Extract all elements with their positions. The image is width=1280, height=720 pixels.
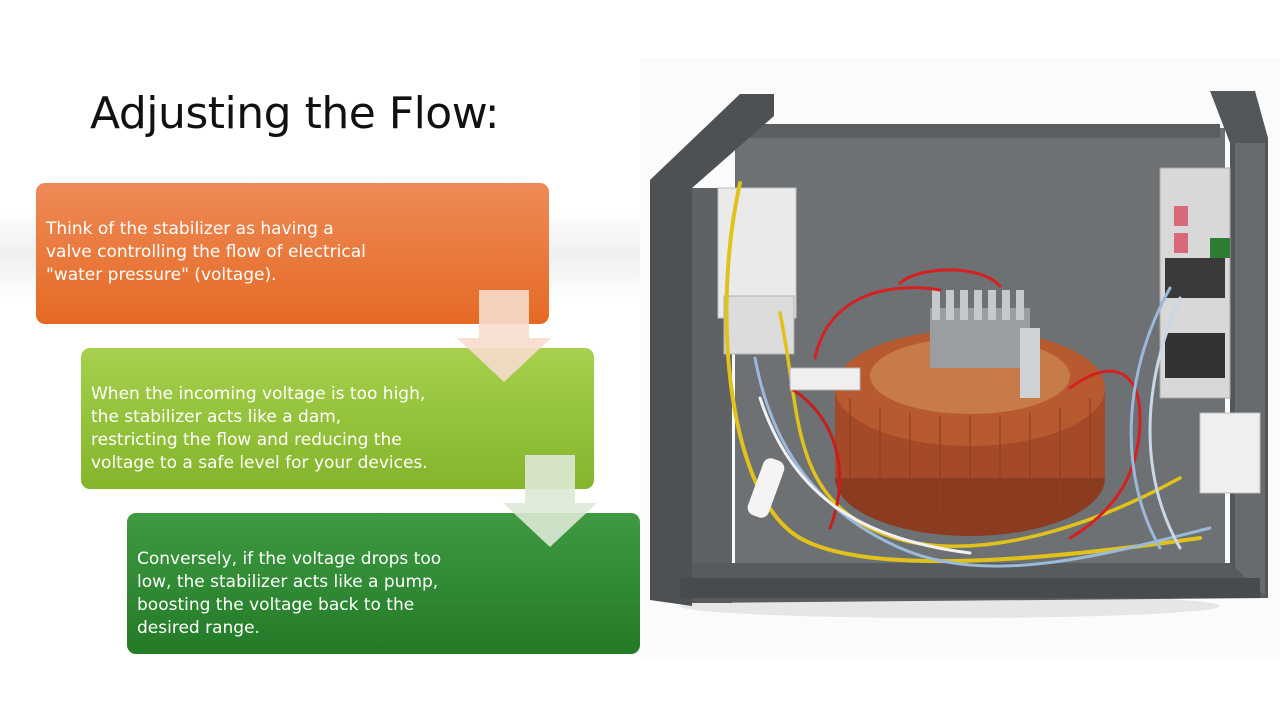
step-box-3: Conversely, if the voltage drops too low… <box>127 513 640 654</box>
step-text-1: Think of the stabilizer as having a valv… <box>46 219 366 285</box>
voltage-stabilizer-photo <box>640 58 1280 658</box>
step-text-3: Conversely, if the voltage drops too low… <box>137 549 442 638</box>
step-text-2: When the incoming voltage is too high, t… <box>91 384 428 473</box>
down-arrow-icon <box>457 290 551 382</box>
slide-title: Adjusting the Flow: <box>90 88 500 139</box>
step-box-1: Think of the stabilizer as having a valv… <box>36 183 549 324</box>
down-arrow-icon <box>503 455 597 547</box>
